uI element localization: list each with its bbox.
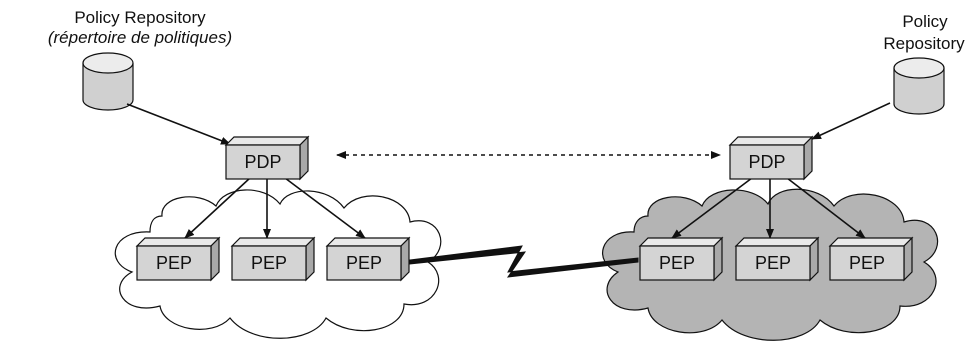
wan-link-lightning [409, 245, 639, 278]
left-pep-box-3-label: PEP [346, 253, 382, 273]
left-repository-label: Policy Repository [74, 8, 206, 27]
right-pep-box-1-label: PEP [659, 253, 695, 273]
right-repo-to-pdp-arrow [811, 102, 891, 140]
right-pep-box-3: PEP [828, 236, 914, 282]
right-pdp-box-label: PDP [748, 152, 785, 172]
right-pdp-box: PDP [728, 135, 814, 181]
left-pdp-box-label: PDP [244, 152, 281, 172]
right-pep-box-3-label: PEP [849, 253, 885, 273]
right-repository-icon [893, 57, 945, 115]
right-pep-box-2: PEP [734, 236, 820, 282]
left-repository-sublabel: (répertoire de politiques) [47, 28, 233, 47]
left-repository-icon [82, 52, 134, 111]
left-pep-box-2: PEP [230, 236, 316, 282]
left-repo-to-pdp-arrow [126, 103, 231, 145]
right-pep-box-1: PEP [638, 236, 724, 282]
left-pdp-to-pep3-arrow [284, 177, 366, 239]
right-pep-box-2-label: PEP [755, 253, 791, 273]
right-pdp-to-pep1-arrow [671, 177, 753, 239]
left-pdp-to-pep1-arrow [184, 177, 251, 239]
left-pdp-box: PDP [224, 135, 310, 181]
right-pdp-to-pep3-arrow [786, 177, 866, 239]
right-repository-label-line2: Repository [883, 34, 965, 53]
left-pep-box-2-label: PEP [251, 253, 287, 273]
left-pep-box-1: PEP [135, 236, 221, 282]
left-pep-box-1-label: PEP [156, 253, 192, 273]
left-pep-box-3: PEP [325, 236, 411, 282]
right-repository-label-line1: Policy [902, 12, 948, 31]
